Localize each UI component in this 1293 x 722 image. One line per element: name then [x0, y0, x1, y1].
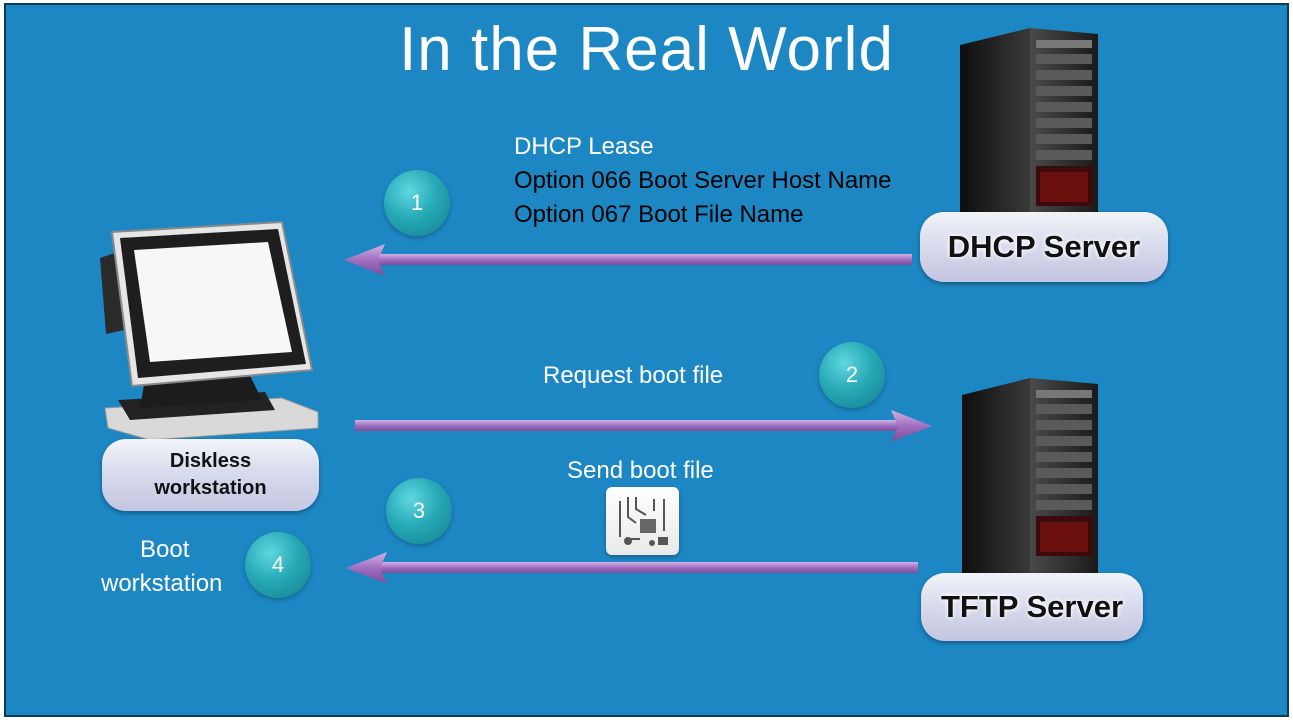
tftp-server-tower-icon [962, 378, 1098, 592]
request-boot-file-arrow [355, 410, 932, 442]
dhcp-lease-message: DHCP Lease Option 066 Boot Server Host N… [514, 130, 892, 232]
step-1-badge: 1 [384, 170, 450, 236]
boot-label-line2: workstation [101, 570, 223, 597]
dhcp-server-label: DHCP Server [920, 212, 1168, 282]
diskless-workstation-label: Diskless workstation [102, 439, 319, 511]
dhcp-lease-arrow [344, 244, 912, 276]
option-067-line: Option 067 Boot File Name [514, 201, 804, 228]
workstation-label-line1: Diskless [169, 450, 252, 472]
workstation-label-line2: workstation [154, 477, 267, 499]
dhcp-lease-line: DHCP Lease [514, 133, 654, 160]
send-boot-file-label: Send boot file [567, 457, 714, 484]
circuit-board-file-icon [606, 487, 679, 555]
circuit-board-glyph [619, 497, 668, 546]
slide-title: In the Real World [399, 15, 894, 84]
step-2-badge: 2 [819, 342, 885, 408]
send-boot-file-arrow [346, 552, 918, 584]
boot-label-line1: Boot [140, 536, 190, 563]
tftp-server-label: TFTP Server [921, 573, 1143, 641]
option-066-line: Option 066 Boot Server Host Name [514, 167, 892, 194]
dhcp-server-tower-icon [960, 28, 1098, 238]
step-3-badge: 3 [386, 478, 452, 544]
step-4-badge: 4 [245, 532, 311, 598]
request-boot-file-label: Request boot file [543, 362, 724, 389]
